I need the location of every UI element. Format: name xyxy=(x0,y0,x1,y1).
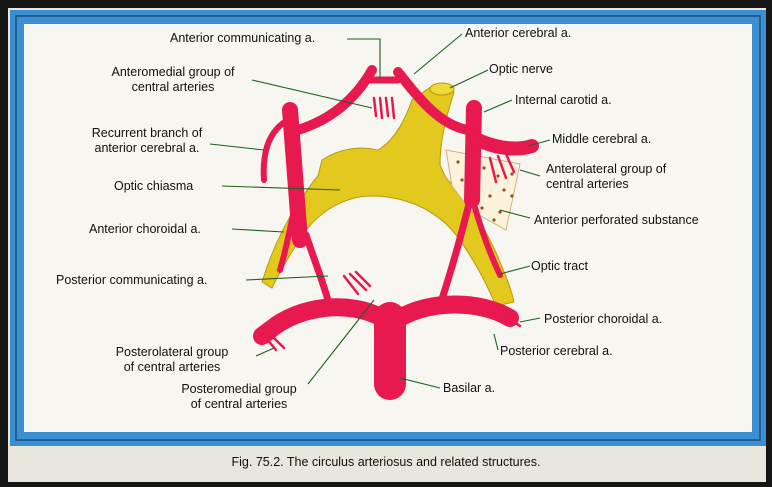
label-posterolateral-line2: of central arteries xyxy=(92,360,252,375)
label-anterior-choroidal: Anterior choroidal a. xyxy=(89,222,201,237)
label-optic-nerve: Optic nerve xyxy=(489,62,553,77)
label-anterior-perforated: Anterior perforated substance xyxy=(534,213,699,228)
label-posteromedial-line1: Posteromedial group xyxy=(164,382,314,397)
label-posterolateral-line1: Posterolateral group xyxy=(92,345,252,360)
label-recurrent-line2: anterior cerebral a. xyxy=(72,141,222,156)
label-basilar: Basilar a. xyxy=(443,381,495,396)
label-internal-carotid: Internal carotid a. xyxy=(515,93,612,108)
optic-nerve-shape xyxy=(430,83,454,95)
label-optic-tract: Optic tract xyxy=(531,259,588,274)
label-anteromedial-group: Anteromedial group of central arteries xyxy=(88,65,258,95)
label-posterior-cerebral: Posterior cerebral a. xyxy=(500,344,613,359)
label-recurrent-branch: Recurrent branch of anterior cerebral a. xyxy=(72,126,222,156)
label-anterolateral-line1: Anterolateral group of xyxy=(546,162,666,177)
middle-cerebral xyxy=(478,140,532,148)
figure-caption: Fig. 75.2. The circulus arteriosus and r… xyxy=(0,455,772,469)
label-anterolateral-line2: central arteries xyxy=(546,177,666,192)
label-anteromedial-line2: central arteries xyxy=(88,80,258,95)
label-posteromedial-line2: of central arteries xyxy=(164,397,314,412)
label-anteromedial-line1: Anteromedial group of xyxy=(88,65,258,80)
label-recurrent-line1: Recurrent branch of xyxy=(72,126,222,141)
label-posterior-choroidal: Posterior choroidal a. xyxy=(544,312,662,327)
label-posterolateral-group: Posterolateral group of central arteries xyxy=(92,345,252,375)
label-posterior-communicating: Posterior communicating a. xyxy=(56,273,207,288)
label-anterior-cerebral: Anterior cerebral a. xyxy=(465,26,571,41)
label-middle-cerebral: Middle cerebral a. xyxy=(552,132,651,147)
right-internal-carotid xyxy=(472,108,474,200)
label-posteromedial-group: Posteromedial group of central arteries xyxy=(164,382,314,412)
label-anterolateral-group: Anterolateral group of central arteries xyxy=(546,162,666,192)
label-anterior-communicating: Anterior communicating a. xyxy=(170,31,315,46)
label-optic-chiasma: Optic chiasma xyxy=(114,179,193,194)
